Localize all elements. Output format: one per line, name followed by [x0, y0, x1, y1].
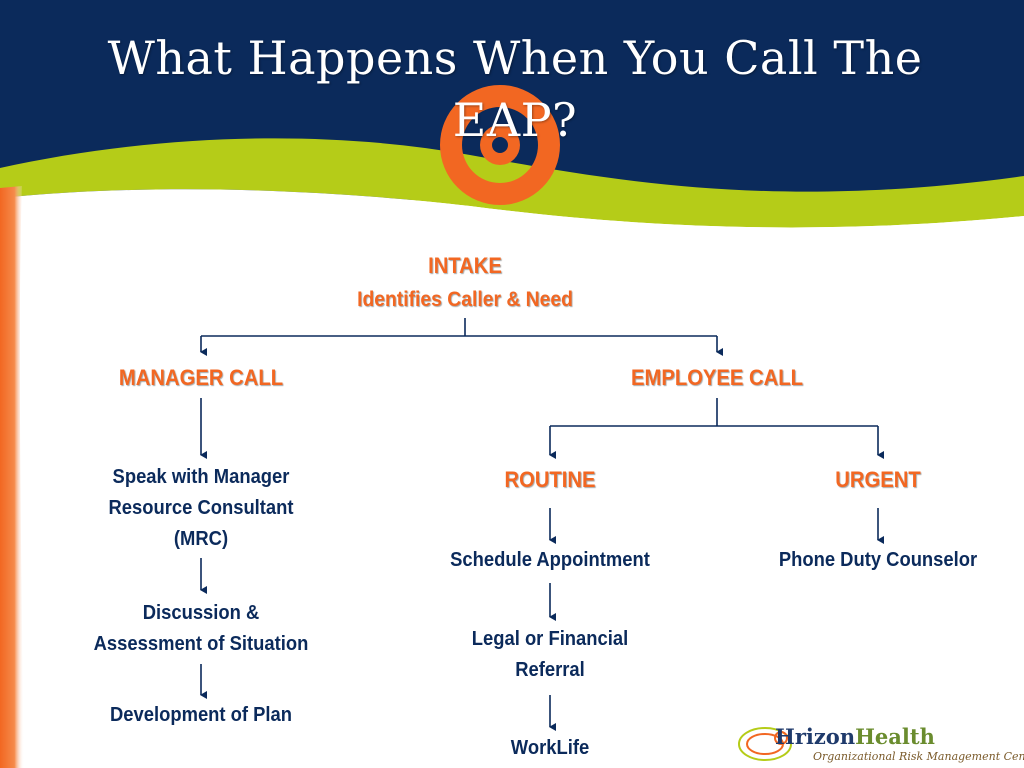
discussion-line1: Discussion & [142, 602, 260, 624]
logo-name-health: Health [855, 724, 935, 749]
white-wave [0, 189, 1024, 768]
schedule-node: Schedule Appointment [450, 549, 650, 571]
manager-call-node: MANAGER CALL [118, 365, 284, 390]
slide-title-line1: What Happens When You Call The [107, 31, 923, 85]
logo-name: HrizonHealth [775, 724, 935, 749]
speak-mrc-line3: (MRC) [173, 528, 229, 550]
intake-subtitle: Identifies Caller & Need [357, 288, 573, 311]
logo-swirl-icon [738, 727, 792, 761]
legal-referral-node: Legal or Financial Referral [440, 624, 661, 686]
horizon-health-logo: HrizonHealth Organizational Risk Managem… [735, 718, 1024, 768]
speak-mrc-line2: Resource Consultant [108, 497, 294, 519]
logo-tagline: Organizational Risk Management Center [813, 750, 1024, 763]
connector-intake-split [201, 318, 717, 337]
speak-mrc-line1: Speak with Manager [112, 466, 290, 488]
development-node: Development of Plan [110, 704, 292, 726]
discussion-node: Discussion & Assessment of Situation [62, 598, 340, 660]
legal-line1: Legal or Financial [471, 628, 629, 650]
routine-node: ROUTINE [504, 467, 596, 492]
slide-title-line2: EAP? [452, 93, 578, 147]
speak-mrc-node: Speak with Manager Resource Consultant (… [71, 462, 330, 555]
worklife-node: WorkLife [510, 737, 590, 759]
side-orange-stripe [0, 186, 24, 768]
discussion-line2: Assessment of Situation [93, 633, 309, 655]
intake-label: INTAKE [428, 253, 502, 278]
logo-name-rizon: rizon [794, 724, 856, 749]
connector-employee-split [550, 398, 878, 427]
urgent-node: URGENT [835, 467, 921, 492]
spiral-icon [440, 85, 560, 205]
phone-duty-node: Phone Duty Counselor [778, 549, 978, 571]
legal-line2: Referral [515, 659, 585, 681]
employee-call-node: EMPLOYEE CALL [630, 365, 804, 390]
logo-name-h: H [775, 724, 795, 749]
